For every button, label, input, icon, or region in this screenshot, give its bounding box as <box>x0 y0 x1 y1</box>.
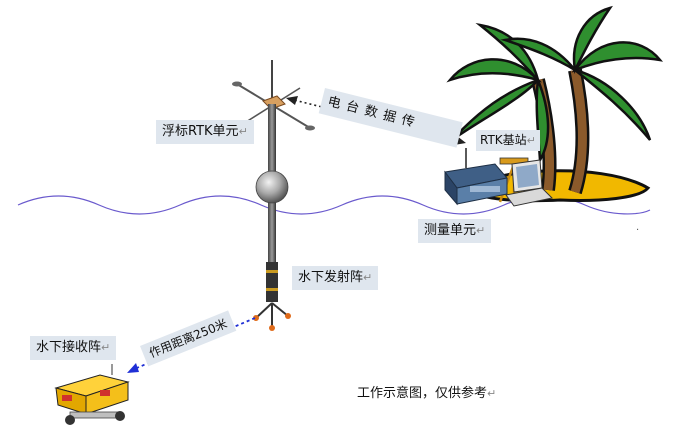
label-underwater-transmit-array: 水下发射阵↵ <box>292 266 379 290</box>
label-underwater-receive-array: 水下接收阵↵ <box>30 336 117 360</box>
rov-vehicle-illustration <box>54 364 130 425</box>
measurement-unit-box <box>444 148 508 206</box>
caption-schematic-note: 工作示意图，仅供参考↵ <box>357 386 497 401</box>
label-rtk-base: RTK基站↵ <box>476 130 540 151</box>
label-measurement-unit: 测量单元↵ <box>418 219 492 243</box>
buoy-assembly <box>232 60 315 331</box>
label-buoy-rtk-unit: 浮标RTK单元↵ <box>156 120 254 144</box>
stray-dot-mark: . <box>636 222 640 233</box>
laptop-illustration <box>505 159 554 207</box>
